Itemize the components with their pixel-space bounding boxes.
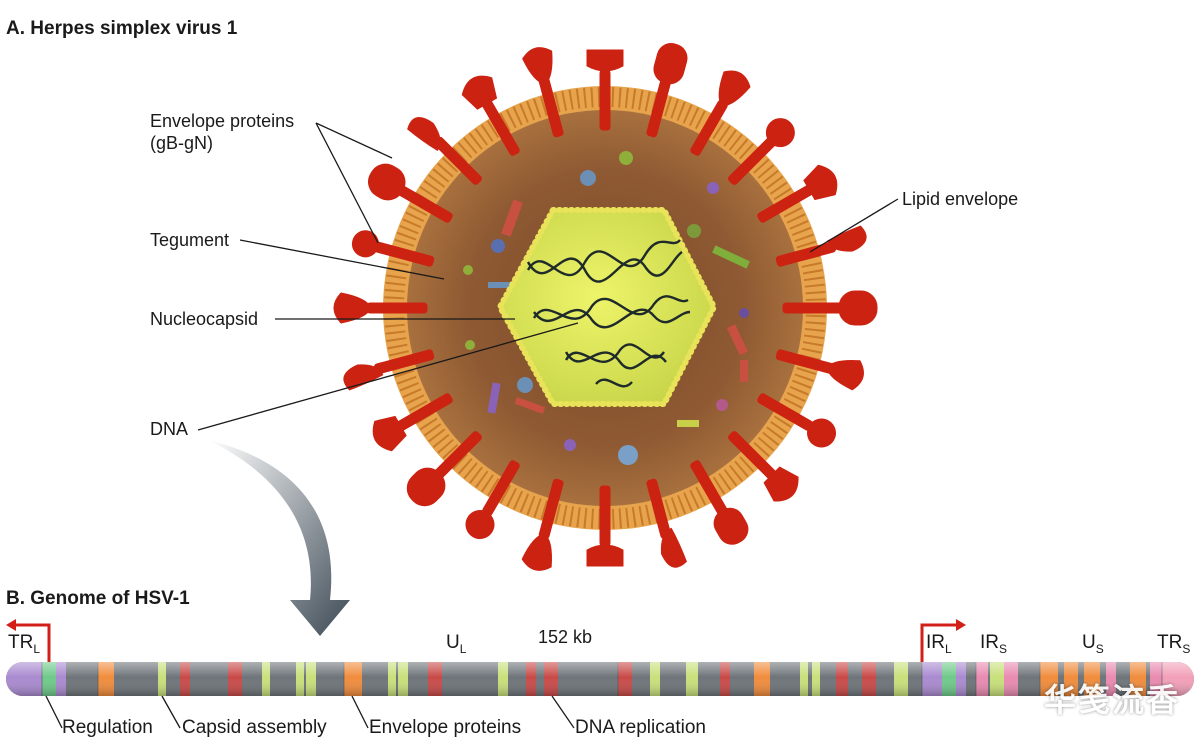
label-dna: DNA <box>150 419 189 439</box>
region-irs: IRS <box>980 632 1007 656</box>
trl-direction-arrow <box>6 619 51 662</box>
region-irl-sub: L <box>945 641 952 656</box>
genome-legend-lines <box>45 695 575 729</box>
region-irs-main: IR <box>980 632 999 653</box>
genome-size: 152 kb <box>538 627 593 647</box>
legend-capsid-assembly: Capsid assembly <box>182 717 327 738</box>
watermark-text: 华笺流香 <box>1043 682 1180 718</box>
dna-helix <box>526 239 691 388</box>
region-ul-sub: L <box>459 641 467 656</box>
region-us: US <box>1082 632 1104 656</box>
region-ul: UL <box>446 632 466 656</box>
region-us-main: U <box>1082 632 1096 653</box>
region-ul-main: U <box>446 632 460 653</box>
panel-b-title: B. Genome of HSV-1 <box>6 588 190 609</box>
region-irl: IRL <box>926 632 952 656</box>
tegument-particles <box>463 151 750 465</box>
legend-dna-replication: DNA replication <box>575 717 706 738</box>
legend-envelope-proteins: Envelope proteins <box>369 717 522 738</box>
region-trs: TRS <box>1157 632 1190 656</box>
region-us-sub: S <box>1095 641 1104 656</box>
envelope-spikes <box>333 43 878 571</box>
label-lipid-envelope: Lipid envelope <box>902 189 1019 209</box>
label-envelope-proteins-text: Envelope proteins <box>150 111 295 131</box>
region-trl-sub: L <box>33 641 41 656</box>
leader-dna <box>197 322 579 431</box>
leader-envelope-2 <box>315 122 379 244</box>
region-irs-sub: S <box>999 641 1008 656</box>
legend-regulation: Regulation <box>62 717 153 738</box>
label-tegument: Tegument <box>150 230 230 250</box>
genome-bar <box>6 662 1194 696</box>
panel-a-title: A. Herpes simplex virus 1 <box>6 18 238 39</box>
leader-envelope-1 <box>315 122 393 159</box>
label-envelope-proteins: Envelope proteins (gB-gN) <box>150 110 294 154</box>
region-trs-sub: S <box>1182 641 1191 656</box>
region-trs-main: TR <box>1157 632 1183 653</box>
leader-lipid <box>809 198 899 253</box>
region-irl-main: IR <box>926 632 945 653</box>
label-envelope-proteins-sub: (gB-gN) <box>150 133 214 153</box>
leader-lines <box>197 122 899 431</box>
label-nucleocapsid: Nucleocapsid <box>150 309 259 329</box>
virion <box>333 43 878 571</box>
region-trl: TRL <box>8 632 40 656</box>
leader-tegument <box>239 239 445 280</box>
curved-arrow <box>208 440 350 636</box>
irl-direction-arrow <box>920 619 966 662</box>
region-trl-main: TR <box>8 632 34 653</box>
